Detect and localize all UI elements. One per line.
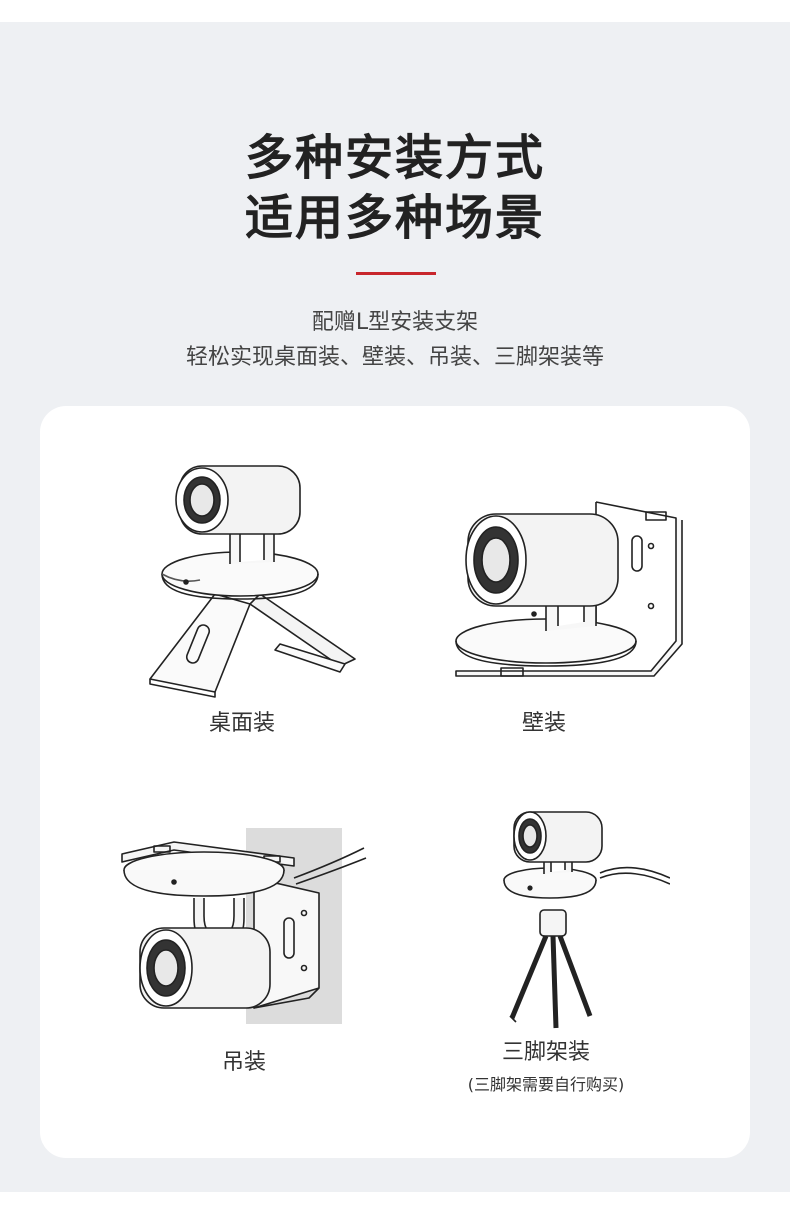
wall-mount-illustration: [455, 501, 683, 677]
wall-mount-label: 壁装: [521, 711, 566, 736]
accent-divider: [356, 272, 436, 275]
subtitle-line2: 轻松实现桌面装、壁装、吊装、三脚架装等: [185, 345, 604, 370]
tripod-purchase-note: (三脚架需要自行购买): [467, 1075, 625, 1094]
tripod-mount-illustration: [503, 811, 670, 1029]
desktop-mount-label: 桌面装: [208, 711, 275, 736]
page-title-line2: 适用多种场景: [244, 190, 545, 246]
top-band: [0, 0, 790, 22]
mount-options-card: 桌面装 壁装: [40, 406, 750, 1158]
subtitle-line1: 配赠L型安装支架: [311, 310, 479, 335]
tripod-mount-label: 三脚架装: [501, 1040, 590, 1065]
ceiling-mount-label: 吊装: [221, 1050, 266, 1075]
page-title-line1: 多种安装方式: [244, 130, 545, 186]
bottom-band: [0, 1192, 790, 1212]
desktop-mount-illustration: [149, 465, 356, 698]
ceiling-mount-illustration: [121, 828, 367, 1024]
